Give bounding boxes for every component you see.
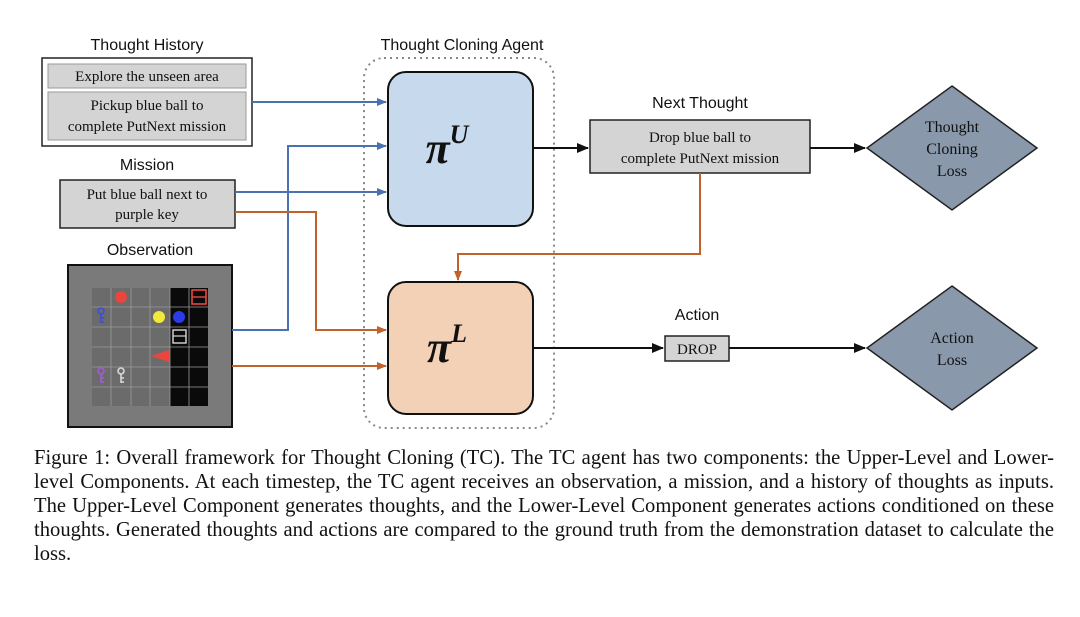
red-ball-icon bbox=[115, 291, 127, 303]
upper-policy-symbol: π bbox=[426, 124, 451, 173]
upper-policy-label: πU bbox=[426, 120, 470, 173]
thought-loss-line-1: Thought bbox=[925, 119, 980, 136]
action-loss-diamond bbox=[865, 285, 1039, 411]
grey-key-icon bbox=[117, 367, 125, 383]
upper-policy-superscript: U bbox=[450, 120, 470, 149]
thought-to-lower-arrow bbox=[454, 173, 701, 281]
lower-policy-label: πL bbox=[427, 319, 467, 372]
next-thought-line-2: complete PutNext mission bbox=[621, 151, 780, 167]
next-thought-line-1: Drop blue ball to bbox=[649, 130, 751, 146]
mission-heading: Mission bbox=[120, 157, 174, 174]
thought-history-item-1-text: Explore the unseen area bbox=[75, 69, 219, 85]
mission-box bbox=[59, 179, 236, 229]
upper-level-policy-box bbox=[387, 71, 534, 227]
action-value: DROP bbox=[677, 342, 717, 358]
purple-key-icon bbox=[97, 367, 105, 383]
thought-cloning-loss-diamond bbox=[865, 85, 1039, 211]
mission-to-lower-arrow bbox=[235, 211, 387, 334]
action-heading: Action bbox=[675, 307, 719, 324]
observation-heading: Observation bbox=[107, 242, 193, 259]
blue-key-icon bbox=[97, 307, 105, 323]
mission-line-2: purple key bbox=[115, 207, 179, 223]
thought-history-item-2 bbox=[47, 91, 247, 141]
action-loss-line-1: Action bbox=[930, 330, 974, 347]
observation-grid-image bbox=[67, 264, 233, 428]
thought-history-item-2-line-2: complete PutNext mission bbox=[68, 119, 227, 135]
figure-caption: Figure 1: Overall framework for Thought … bbox=[34, 447, 1054, 565]
action-box bbox=[664, 335, 730, 362]
lower-level-policy-box bbox=[387, 281, 534, 415]
thought-history-item-2-line-1: Pickup blue ball to bbox=[91, 98, 204, 114]
mission-line-1: Put blue ball next to bbox=[87, 187, 208, 203]
agent-heading: Thought Cloning Agent bbox=[381, 37, 544, 54]
thought-loss-line-3: Loss bbox=[937, 163, 967, 180]
lower-policy-superscript: L bbox=[450, 319, 467, 348]
thought-loss-line-2: Cloning bbox=[926, 141, 978, 158]
next-thought-heading: Next Thought bbox=[652, 95, 748, 112]
yellow-ball-icon bbox=[153, 311, 165, 323]
observation-to-upper-arrow bbox=[232, 142, 387, 331]
action-loss-line-2: Loss bbox=[937, 352, 967, 369]
lower-policy-symbol: π bbox=[427, 323, 452, 372]
framework-diagram: Thought History Explore the unseen area … bbox=[41, 37, 1039, 429]
thought-history-heading: Thought History bbox=[91, 37, 204, 54]
blue-ball-icon bbox=[173, 311, 185, 323]
agent-triangle-icon bbox=[151, 350, 169, 362]
thought-history-item-1 bbox=[47, 63, 247, 89]
agent-dashed-frame bbox=[363, 57, 555, 429]
